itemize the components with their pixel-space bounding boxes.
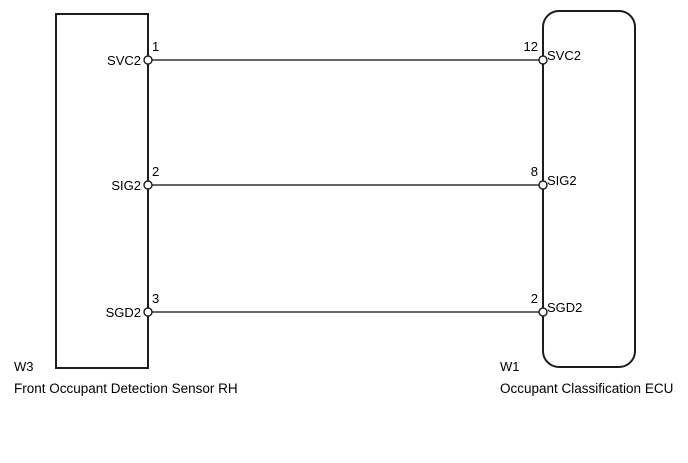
left-connector-description: Front Occupant Detection Sensor RH xyxy=(14,381,238,396)
left-connector-code: W3 xyxy=(14,359,34,374)
right-pin-number-2: 2 xyxy=(531,291,538,306)
terminal-node-left-pin-2 xyxy=(143,180,153,190)
right-pin-number-8: 8 xyxy=(531,164,538,179)
terminal-node-right-pin-2 xyxy=(538,307,548,317)
terminal-node-left-pin-1 xyxy=(143,55,153,65)
left-connector-body xyxy=(55,13,149,369)
right-pin-label-8: SIG2 xyxy=(547,173,577,188)
right-connector-code: W1 xyxy=(500,359,520,374)
right-pin-label-12: SVC2 xyxy=(547,48,581,63)
terminal-node-left-pin-3 xyxy=(143,307,153,317)
left-pin-number-3: 3 xyxy=(152,291,159,306)
right-pin-number-12: 12 xyxy=(524,39,538,54)
terminal-node-right-pin-12 xyxy=(538,55,548,65)
left-pin-label-1: SVC2 xyxy=(107,53,141,68)
left-pin-label-2: SIG2 xyxy=(111,178,141,193)
left-pin-number-2: 2 xyxy=(152,164,159,179)
terminal-node-right-pin-8 xyxy=(538,180,548,190)
right-connector-description: Occupant Classification ECU xyxy=(500,381,673,396)
left-pin-number-1: 1 xyxy=(152,39,159,54)
left-pin-label-3: SGD2 xyxy=(106,305,141,320)
right-pin-label-2: SGD2 xyxy=(547,300,582,315)
